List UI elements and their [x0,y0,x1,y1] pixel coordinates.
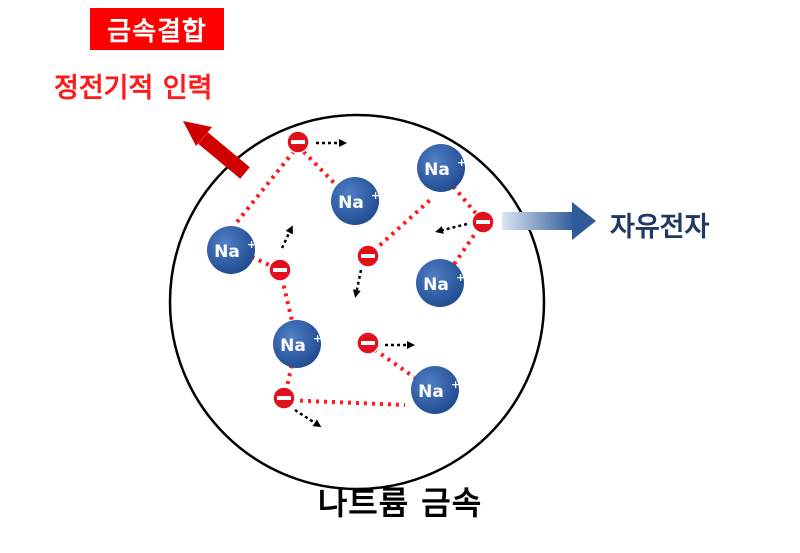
electron [356,331,380,355]
na-ion: Na + [411,366,460,414]
svg-text:Na: Na [418,382,444,402]
electrostatic-attraction-label: 정전기적 인력 [54,73,213,104]
electron [471,210,495,234]
electron-motion-arrows [280,139,468,428]
electron [268,258,292,282]
electrostatic-arrow [183,121,250,179]
na-ion: Na + [331,177,380,225]
svg-text:+: + [457,156,466,169]
sodium-metal-label: 나트륨 금속 [317,484,483,522]
svg-text:+: + [456,271,465,284]
na-ion: Na + [417,144,466,192]
electron [272,386,296,410]
na-ion: Na + [207,226,256,274]
na-ion: Na + [416,259,465,307]
svg-text:+: + [451,378,460,391]
svg-text:Na: Na [214,242,240,262]
free-electron-arrow [502,202,596,240]
electron [356,244,380,268]
svg-text:+: + [371,189,380,202]
na-ion: Na + [273,320,322,368]
electron [286,130,310,154]
svg-text:Na: Na [338,193,364,213]
title-label: 금속결합 [90,8,224,50]
metal-crystal-circle [168,113,546,491]
svg-text:+: + [313,332,322,345]
svg-text:Na: Na [280,336,306,356]
svg-text:Na: Na [423,275,449,295]
free-electron-label: 자유전자 [610,212,710,243]
svg-text:Na: Na [424,160,450,180]
svg-text:+: + [247,238,256,251]
